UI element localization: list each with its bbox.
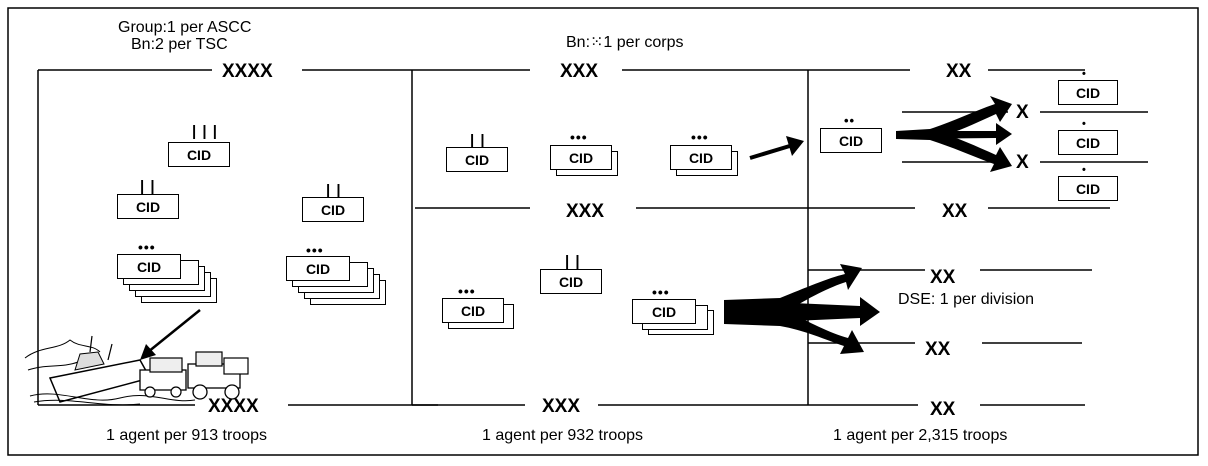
arrow-to-division-icon <box>749 136 804 160</box>
group-size-mark: | | | <box>192 123 218 140</box>
echelon-corps-top: XXX <box>560 61 599 82</box>
team-size-mark: • <box>1082 68 1087 80</box>
company-size-mark: ••• <box>570 129 588 145</box>
echelon-brigade-1: X <box>1016 102 1029 123</box>
branch-arrows-division-icon <box>724 264 880 354</box>
echelon-division-bottom: XX <box>930 399 956 420</box>
cid-company-stack: CID <box>117 254 181 279</box>
echelon-division-lower2: XX <box>925 339 951 360</box>
cid-team-unit: CID <box>1058 80 1118 105</box>
theater-battalion-note: Bn:2 per TSC <box>131 36 228 53</box>
cid-team-unit: CID <box>1058 176 1118 201</box>
company-size-mark: ••• <box>691 129 709 145</box>
echelon-brigade-2: X <box>1016 152 1029 173</box>
cid-battalion-unit: CID <box>540 269 602 294</box>
cid-battalion-unit: CID <box>302 197 364 222</box>
echelon-division-top: XX <box>946 61 972 82</box>
cid-company-stack: CID <box>632 299 696 324</box>
echelon-theater-bottom: XXXX <box>208 396 259 417</box>
echelon-division-mid: XX <box>942 201 968 222</box>
cid-company-stack: CID <box>550 145 612 170</box>
branch-arrows-brigade-icon <box>896 96 1012 172</box>
company-size-mark: ••• <box>652 284 670 300</box>
division-ratio: 1 agent per 2,315 troops <box>833 427 1008 444</box>
theater-group-note: Group:1 per ASCC <box>118 19 252 36</box>
corps-battalion-note: Bn:⁙1 per corps <box>566 34 684 51</box>
outer-frame <box>7 7 1199 456</box>
battalion-size-mark: | | <box>326 182 342 199</box>
cid-company-stack: CID <box>286 256 350 281</box>
arrow-to-ship-icon <box>140 309 201 360</box>
echelon-division-lower: XX <box>930 267 956 288</box>
team-size-mark: • <box>1082 118 1087 130</box>
echelon-corps-bottom: XXX <box>542 396 581 417</box>
cid-battalion-unit: CID <box>446 147 508 172</box>
ship-and-trucks-icon <box>24 335 249 406</box>
platoon-size-mark: •• <box>844 113 856 128</box>
battalion-size-mark: | | <box>470 132 486 149</box>
corps-ratio: 1 agent per 932 troops <box>482 427 644 444</box>
company-size-mark: ••• <box>458 283 476 299</box>
cid-company-stack: CID <box>670 145 732 170</box>
cid-platoon-unit: CID <box>820 128 882 153</box>
company-size-mark: ••• <box>138 239 156 255</box>
theater-ratio: 1 agent per 913 troops <box>106 427 268 444</box>
battalion-size-mark: | | <box>565 253 581 270</box>
battalion-size-mark: | | <box>140 178 156 195</box>
echelon-corps-mid: XXX <box>566 201 605 222</box>
team-size-mark: • <box>1082 164 1087 176</box>
cid-team-unit: CID <box>1058 130 1118 155</box>
dse-note: DSE: 1 per division <box>898 291 1035 308</box>
echelon-theater-top: XXXX <box>222 61 273 82</box>
cid-battalion-unit: CID <box>117 194 179 219</box>
cid-company-stack: CID <box>442 298 504 323</box>
company-size-mark: ••• <box>306 242 324 258</box>
cid-group-unit: CID <box>168 142 230 167</box>
